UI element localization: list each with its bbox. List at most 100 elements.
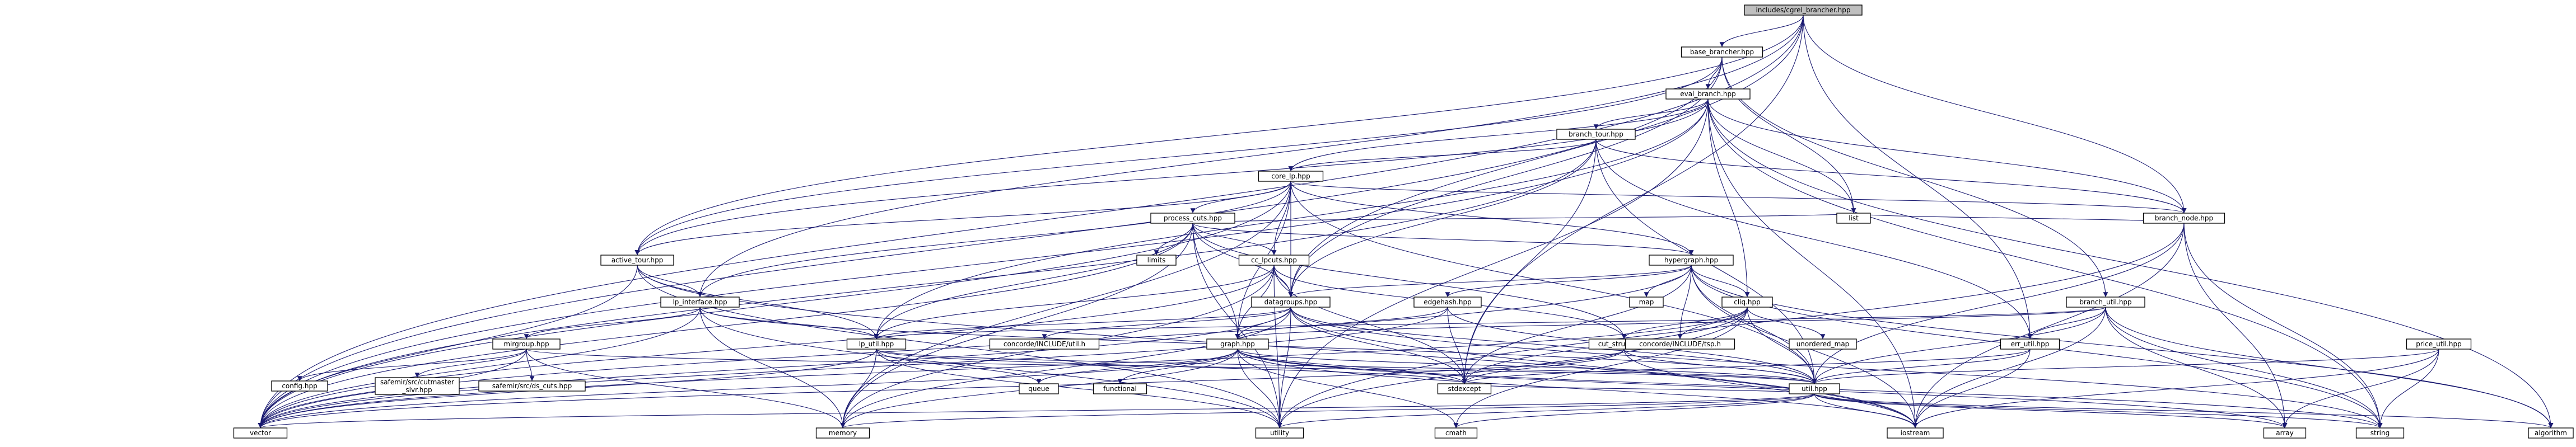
- node-string[interactable]: string: [2355, 427, 2405, 439]
- node-box-ds_cuts[interactable]: [478, 380, 586, 392]
- node-vector[interactable]: vector: [233, 427, 288, 439]
- node-ds_cuts[interactable]: safemir/src/ds_cuts.hpp: [478, 380, 586, 392]
- node-err_util[interactable]: err_util.hpp: [2000, 338, 2060, 350]
- node-cliq[interactable]: cliq.hpp: [1721, 297, 1773, 308]
- node-branch_util[interactable]: branch_util.hpp: [2066, 297, 2145, 308]
- node-stdexcept[interactable]: stdexcept: [1437, 383, 1492, 394]
- node-box-queue[interactable]: [1019, 383, 1059, 394]
- node-box-branch_node[interactable]: [2143, 213, 2225, 224]
- edge-cut_structs-to-iostream: [1623, 349, 1918, 429]
- node-box-map[interactable]: [1629, 297, 1664, 308]
- node-box-unordered_map[interactable]: [1789, 338, 1857, 350]
- node-map[interactable]: map: [1629, 297, 1664, 308]
- node-box-array[interactable]: [2263, 427, 2307, 439]
- node-algorithm[interactable]: algorithm: [2528, 427, 2574, 439]
- node-eval_branch[interactable]: eval_branch.hpp: [1665, 88, 1751, 100]
- node-util[interactable]: util.hpp: [1789, 383, 1840, 394]
- edge-eval_branch-to-iostream: [1707, 98, 1918, 429]
- node-branch_tour[interactable]: branch_tour.hpp: [1556, 129, 1636, 140]
- edge-cc_lpcuts-to-utility: [1273, 265, 1282, 429]
- node-root[interactable]: includes/cgrel_brancher.hpp: [1744, 4, 1863, 16]
- node-box-algorithm[interactable]: [2528, 427, 2574, 439]
- node-box-cmath[interactable]: [1434, 427, 1478, 439]
- node-box-lp_interface[interactable]: [660, 297, 740, 308]
- node-cmath[interactable]: cmath: [1434, 427, 1478, 439]
- edge-util-to-memory: [841, 393, 1815, 429]
- node-box-edgehash[interactable]: [1413, 297, 1482, 308]
- node-box-base_brancher[interactable]: [1681, 46, 1763, 58]
- node-box-concorde_util[interactable]: [989, 338, 1100, 350]
- node-limits[interactable]: limits: [1136, 255, 1177, 266]
- node-box-memory[interactable]: [815, 427, 870, 439]
- edge-eval_branch-to-string: [1707, 98, 2383, 429]
- node-graph[interactable]: graph.hpp: [1206, 338, 1269, 350]
- node-box-iostream[interactable]: [1887, 427, 1944, 439]
- node-edgehash[interactable]: edgehash.hpp: [1413, 297, 1482, 308]
- node-cc_lpcuts[interactable]: cc_lpcuts.hpp: [1238, 255, 1310, 266]
- node-box-limits[interactable]: [1136, 255, 1177, 266]
- node-box-graph[interactable]: [1206, 338, 1269, 350]
- edge-branch_tour-to-core_lp: [1288, 139, 1597, 172]
- edge-branch_util-to-string: [2105, 307, 2383, 429]
- node-array[interactable]: array: [2263, 427, 2307, 439]
- node-box-cliq[interactable]: [1721, 297, 1773, 308]
- node-box-stdexcept[interactable]: [1437, 383, 1492, 394]
- node-branch_node[interactable]: branch_node.hpp: [2143, 213, 2225, 224]
- node-box-util[interactable]: [1789, 383, 1840, 394]
- node-box-concorde_tsp[interactable]: [1625, 338, 1735, 350]
- edge-eval_branch-to-vector: [258, 98, 1709, 429]
- node-process_cuts[interactable]: process_cuts.hpp: [1150, 213, 1235, 224]
- node-config[interactable]: config.hpp: [271, 380, 328, 392]
- node-concorde_util[interactable]: concorde/INCLUDE/util.h: [989, 338, 1100, 350]
- node-box-err_util[interactable]: [2000, 338, 2060, 350]
- node-label-queue: queue: [1028, 385, 1049, 393]
- node-cutmaster[interactable]: safemir/src/cutmaster_slvr.hpp: [375, 377, 460, 395]
- node-utility[interactable]: utility: [1255, 427, 1304, 439]
- node-box-list[interactable]: [1836, 213, 1871, 224]
- edge-process_cuts-to-lp_util: [874, 223, 1193, 340]
- node-box-root[interactable]: [1744, 4, 1863, 16]
- node-box-core_lp[interactable]: [1258, 171, 1324, 182]
- node-price_util[interactable]: price_util.hpp: [2406, 338, 2472, 350]
- node-box-process_cuts[interactable]: [1150, 213, 1235, 224]
- edge-eval_branch-to-lp_util: [874, 98, 1709, 340]
- node-box-hypergraph[interactable]: [1649, 255, 1734, 266]
- node-datagroups[interactable]: datagroups.hpp: [1251, 297, 1331, 308]
- node-box-functional[interactable]: [1093, 383, 1147, 394]
- node-functional[interactable]: functional: [1093, 383, 1147, 394]
- edge-edgehash-to-stdexcept: [1447, 307, 1467, 384]
- edge-cc_lpcuts-to-lp_util: [874, 265, 1275, 340]
- node-box-cutmaster[interactable]: [375, 377, 460, 395]
- node-box-config[interactable]: [271, 380, 328, 392]
- edge-base_brancher-to-active_tour: [634, 57, 1723, 256]
- node-memory[interactable]: memory: [815, 427, 870, 439]
- node-mirgroup[interactable]: mirgroup.hpp: [492, 338, 561, 350]
- edge-cc_lpcuts-to-vector: [258, 265, 1275, 429]
- node-base_brancher[interactable]: base_brancher.hpp: [1681, 46, 1763, 58]
- node-box-price_util[interactable]: [2406, 338, 2472, 350]
- node-box-string[interactable]: [2355, 427, 2405, 439]
- node-box-lp_util[interactable]: [846, 338, 907, 350]
- node-unordered_map[interactable]: unordered_map: [1789, 338, 1857, 350]
- node-box-branch_util[interactable]: [2066, 297, 2145, 308]
- node-lp_interface[interactable]: lp_interface.hpp: [660, 297, 740, 308]
- node-list[interactable]: list: [1836, 213, 1871, 224]
- edge-process_cuts-to-limits: [1154, 223, 1193, 256]
- node-queue[interactable]: queue: [1019, 383, 1059, 394]
- node-active_tour[interactable]: active_tour.hpp: [600, 255, 674, 266]
- node-iostream[interactable]: iostream: [1887, 427, 1944, 439]
- node-box-active_tour[interactable]: [600, 255, 674, 266]
- node-box-vector[interactable]: [233, 427, 288, 439]
- edge-price_util-to-string: [2377, 349, 2439, 429]
- node-hypergraph[interactable]: hypergraph.hpp: [1649, 255, 1734, 266]
- node-lp_util[interactable]: lp_util.hpp: [846, 338, 907, 350]
- node-box-eval_branch[interactable]: [1665, 88, 1751, 100]
- node-box-branch_tour[interactable]: [1556, 129, 1636, 140]
- node-box-utility[interactable]: [1255, 427, 1304, 439]
- node-concorde_tsp[interactable]: concorde/INCLUDE/tsp.h: [1625, 338, 1735, 350]
- node-box-datagroups[interactable]: [1251, 297, 1331, 308]
- node-box-cc_lpcuts[interactable]: [1238, 255, 1310, 266]
- node-box-mirgroup[interactable]: [492, 338, 561, 350]
- node-core_lp[interactable]: core_lp.hpp: [1258, 171, 1324, 182]
